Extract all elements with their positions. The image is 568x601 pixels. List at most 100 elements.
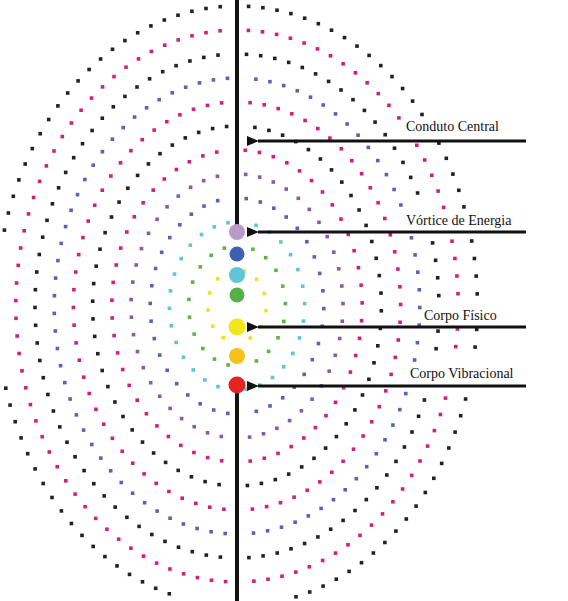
aura-dot: [135, 85, 139, 89]
aura-dot: [394, 460, 398, 464]
aura-dot: [34, 419, 38, 423]
aura-dot: [376, 159, 380, 163]
aura-dot: [410, 474, 414, 478]
aura-dot: [281, 396, 285, 400]
aura-dot: [329, 54, 333, 58]
aura-dot: [381, 512, 385, 516]
aura-dot: [188, 59, 192, 63]
aura-dot: [50, 496, 54, 500]
aura-dot: [101, 85, 105, 89]
aura-dot: [316, 47, 320, 51]
aura-dot: [208, 291, 212, 295]
aura-dot: [314, 426, 318, 430]
aura-dot: [222, 508, 226, 512]
aura-dot: [206, 104, 210, 108]
aura-dot: [81, 142, 85, 146]
aura-dot: [410, 430, 414, 434]
aura-dot: [127, 384, 131, 388]
aura-dot: [340, 147, 344, 151]
aura-dot: [184, 85, 188, 89]
aura-dot: [437, 294, 441, 298]
chakra-circles: [229, 224, 246, 394]
aura-dot: [213, 357, 217, 361]
aura-dot: [167, 435, 171, 439]
aura-dot: [375, 452, 379, 456]
aura-dot: [436, 276, 440, 280]
aura-dot: [53, 312, 57, 316]
aura-dot: [15, 281, 19, 285]
aura-dot: [126, 186, 130, 190]
aura-dot: [363, 109, 367, 113]
aura-dot: [103, 555, 107, 559]
aura-dot: [360, 301, 364, 305]
aura-dot: [58, 425, 62, 429]
aura-dot: [38, 132, 42, 136]
aura-dot: [383, 438, 387, 442]
aura-dot: [288, 419, 292, 423]
aura-dot: [216, 199, 220, 203]
aura-dot: [149, 24, 153, 28]
aura-dot: [148, 302, 152, 306]
aura-dot: [99, 456, 103, 460]
aura-dot: [77, 253, 81, 257]
aura-dot: [190, 10, 194, 14]
aura-dot: [73, 455, 77, 459]
aura-dot: [70, 522, 74, 526]
aura-dot: [41, 482, 45, 486]
aura-dot: [13, 420, 17, 424]
aura-dot: [398, 285, 402, 289]
aura-dot: [319, 507, 323, 511]
aura-dot: [91, 317, 95, 321]
aura-dot: [397, 116, 401, 120]
aura-dot: [101, 116, 105, 120]
aura-dot: [168, 236, 172, 240]
aura-dot: [129, 546, 133, 550]
aura-dot: [51, 202, 55, 206]
aura-dot: [47, 118, 51, 122]
aura-dot: [148, 77, 152, 81]
aura-dot: [184, 136, 188, 140]
aura-dot: [35, 270, 39, 274]
aura-dot: [150, 284, 154, 288]
aura-dot: [281, 133, 285, 137]
aura-dot: [216, 175, 220, 179]
aura-dot: [154, 587, 158, 591]
aura-dot: [361, 393, 365, 397]
aura-dot: [103, 231, 107, 235]
aura-dot: [72, 323, 76, 327]
aura-dot: [179, 257, 183, 261]
aura-dot: [99, 57, 103, 61]
aura-dot: [189, 186, 193, 190]
aura-dot: [453, 257, 457, 261]
aura-dot: [82, 428, 86, 432]
aura-dot: [33, 306, 37, 310]
aura-dot: [86, 219, 90, 223]
aura-dot: [399, 203, 403, 207]
aura-dot: [93, 335, 97, 339]
aura-dot: [319, 157, 323, 161]
aura-dot: [294, 570, 298, 574]
aura-dot: [204, 7, 208, 11]
aura-dot: [202, 204, 206, 208]
aura-dot: [297, 197, 301, 201]
aura-dot: [171, 143, 175, 147]
aura-dot: [175, 382, 179, 386]
aura-dot: [206, 431, 210, 435]
aura-dot: [209, 530, 213, 534]
aura-dot: [16, 264, 20, 268]
aura-dot: [34, 288, 38, 292]
aura-dot: [289, 547, 293, 551]
aura-dot: [142, 366, 146, 370]
aura-dot: [244, 173, 248, 177]
aura-dot: [101, 188, 105, 192]
aura-dot: [268, 80, 272, 84]
aura-dot: [48, 450, 52, 454]
aura-dot: [112, 75, 116, 79]
aura-dot: [266, 529, 270, 533]
aura-dot: [60, 509, 64, 513]
part-label: Vórtice de Energia: [406, 213, 511, 229]
aura-dot: [332, 498, 336, 502]
aura-dot: [40, 435, 44, 439]
aura-dot: [72, 306, 76, 310]
aura-dot: [314, 72, 318, 76]
